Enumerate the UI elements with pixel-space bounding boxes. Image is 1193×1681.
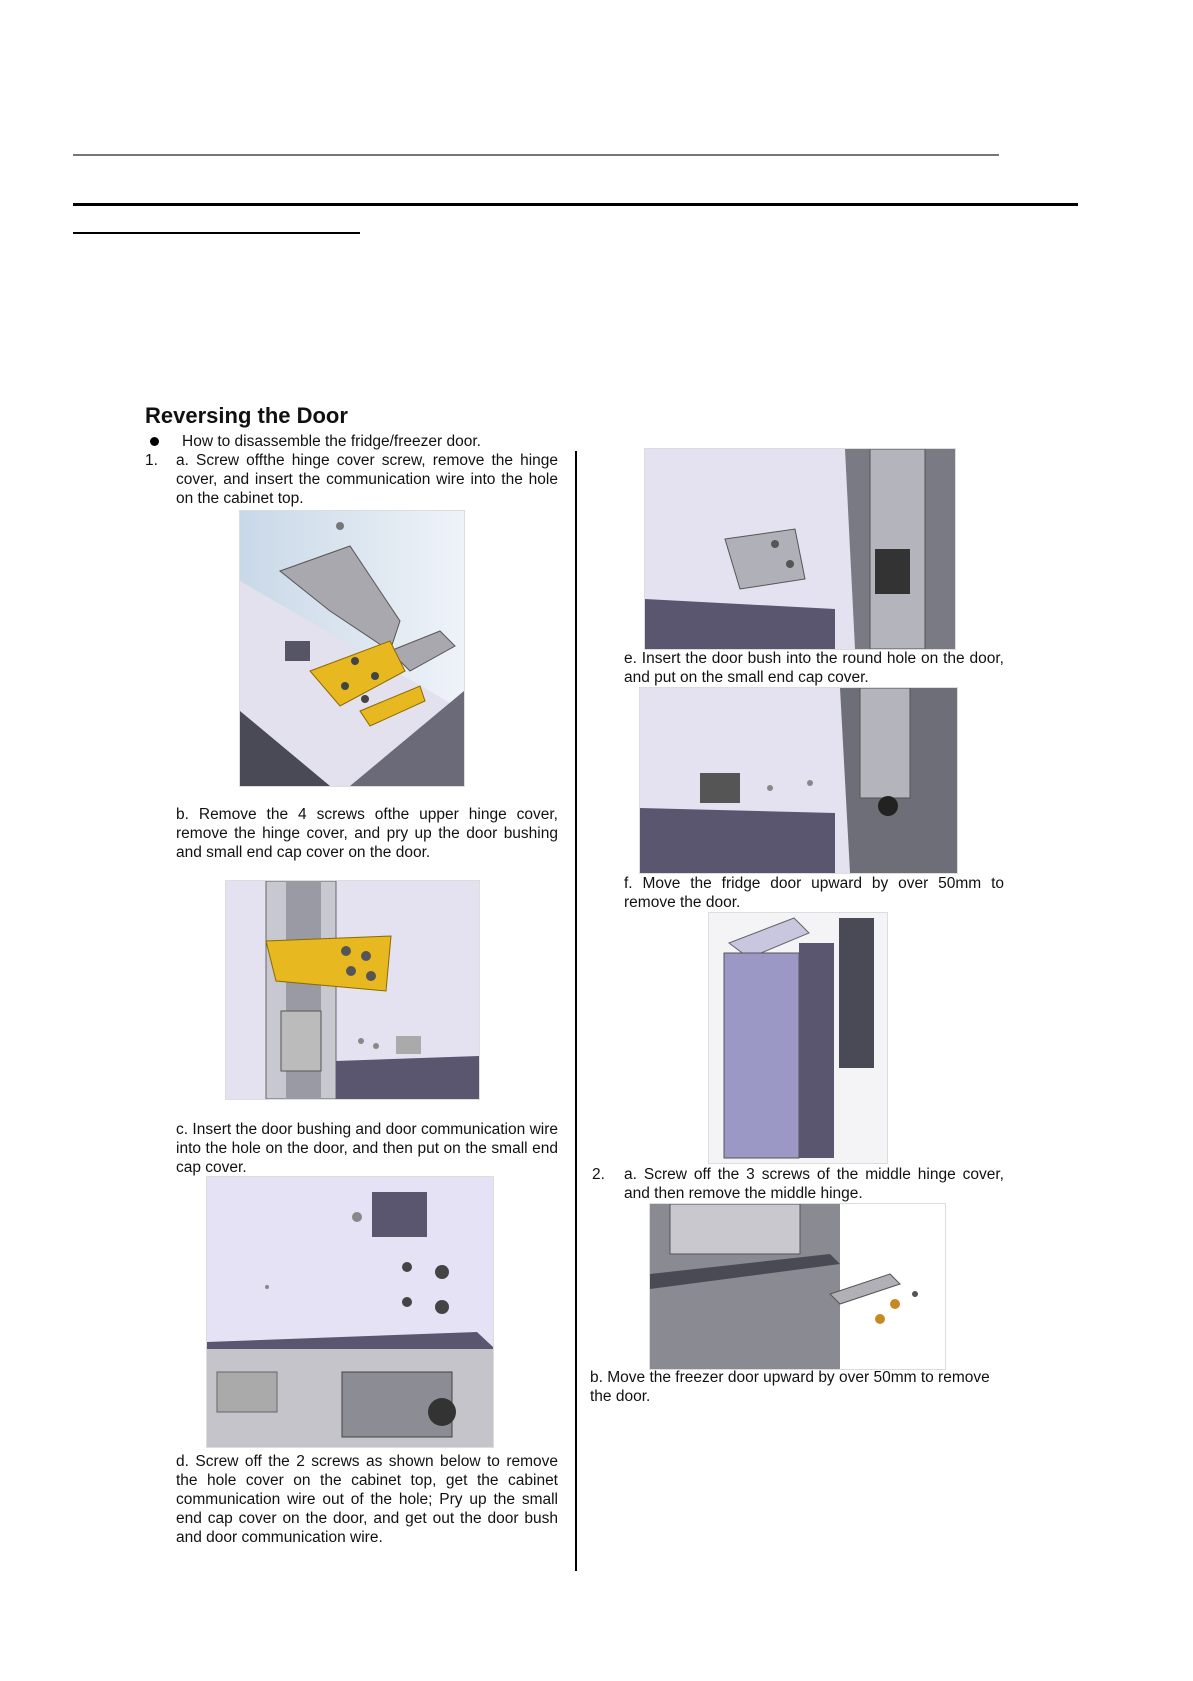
step-1-number: 1. [145,452,158,469]
figure-door-bushing [206,1176,494,1448]
column-divider [575,451,577,1571]
figure-middle-hinge [649,1203,946,1370]
step-1b-text: b. Remove the 4 screws ofthe upper hinge… [176,806,558,861]
header-rule-short [73,232,360,234]
figure-hole-cover [644,448,956,650]
figure-hinge-cover [239,510,465,787]
step-1e-text: e. Insert the door bush into the round h… [624,650,1004,686]
figure-door-bush [639,687,958,874]
intro-text: How to disassemble the fridge/freezer do… [182,433,481,450]
figure-fridge-door-removal [708,912,888,1164]
bullet-icon [150,437,159,446]
header-rule-thick [73,203,1078,206]
header-rule-thin [73,154,999,156]
step-2-number: 2. [592,1166,605,1183]
step-1d-text: d. Screw off the 2 screws as shown below… [176,1453,558,1546]
step-1a-text: a. Screw offthe hinge cover screw, remov… [176,452,558,507]
step-1c-text: c. Insert the door bushing and door comm… [176,1121,558,1176]
figure-upper-hinge [225,880,480,1100]
step-2b-text: b. Move the freezer door upward by over … [590,1369,990,1405]
step-1f-text: f. Move the fridge door upward by over 5… [624,875,1004,911]
step-2a-text: a. Screw off the 3 screws of the middle … [624,1166,1004,1202]
page-title: Reversing the Door [145,403,348,428]
